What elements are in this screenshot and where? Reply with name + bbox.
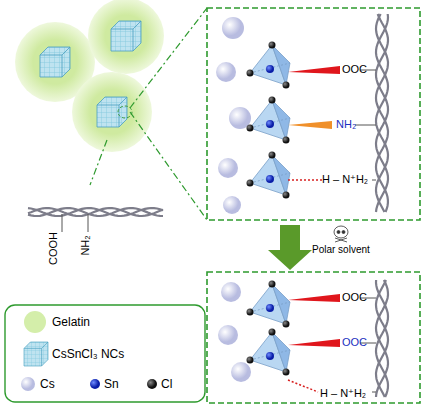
legend-label: Gelatin xyxy=(52,316,90,328)
legend-label: Cs xyxy=(40,378,55,390)
legend-label: Sn xyxy=(104,378,119,390)
legend-label: CsSnCl₃ NCs xyxy=(52,348,124,360)
legend-swatch xyxy=(24,311,46,333)
label: H – N⁺H₂ xyxy=(320,388,366,399)
label: NH₂ xyxy=(80,235,91,255)
legend-label: Cl xyxy=(161,378,172,390)
label: OOC xyxy=(342,292,367,303)
label: OOC xyxy=(342,64,367,75)
label: Polar solvent xyxy=(312,245,370,255)
label: H – N⁺H₂ xyxy=(322,174,368,185)
label: COOH xyxy=(48,232,59,265)
label: NH₂ xyxy=(336,119,356,130)
label: OOC xyxy=(342,337,367,348)
